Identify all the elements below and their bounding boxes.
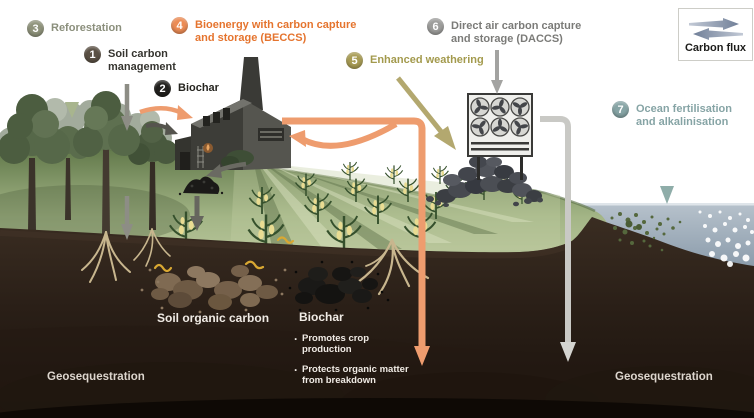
annotation-daccs: 6 Direct air carbon capture and storage …: [427, 18, 603, 46]
carbon-flux-arrows-icon: [688, 18, 743, 40]
daccs-unit-icon: [467, 93, 533, 180]
number-badge: 4: [171, 17, 188, 34]
biochar-benefit-item: Protects organic matter from breakdown: [294, 363, 410, 387]
number-badge: 6: [427, 18, 444, 35]
annotation-ocean-fertilisation: 7 Ocean fertilisation and alkalinisation: [612, 101, 752, 129]
trees-to-plant-arrow-orange: [139, 105, 193, 120]
beccs-plant-icon: [175, 57, 291, 170]
trees-to-plant-arrow-gray: [145, 122, 178, 135]
annotation-label: Biochar: [178, 82, 219, 94]
soil-carbon-arrow-lower: [121, 196, 133, 240]
number-badge: 2: [154, 80, 171, 97]
number-badge: 3: [27, 20, 44, 37]
forest: [0, 91, 178, 236]
carbon-flux-legend: Carbon flux: [678, 8, 753, 61]
annotation-label: Soil carbon management: [108, 48, 176, 73]
number-badge: 7: [612, 101, 629, 118]
biochar-benefits-list: Promotes crop production Protects organi…: [294, 332, 410, 395]
weathering-rocks-icon: [426, 156, 543, 207]
legend-label: Carbon flux: [684, 42, 747, 54]
annotation-beccs: 4 Bioenergy with carbon capture and stor…: [171, 17, 369, 45]
worm-icon: [153, 236, 295, 273]
soil-organic-carbon-label: Soil organic carbon: [157, 311, 270, 325]
plant-to-biochar-arrow: [206, 161, 247, 178]
cornfield: [168, 161, 534, 256]
biochar-benefit-item: Promotes crop production: [294, 332, 410, 356]
soil-carbon-arrow-upper: [121, 84, 133, 131]
annotation-soil-carbon: 1 Soil carbon management: [84, 46, 192, 74]
carbon-flux-arrow-left-icon: [692, 28, 743, 40]
carbon-flux-arrow-right-icon: [688, 18, 739, 30]
annotation-label: Ocean fertilisation and alkalinisation: [636, 103, 732, 128]
biochar-underground-label: Biochar: [299, 310, 344, 324]
soil-organic-carbon-illustration: [140, 236, 295, 314]
daccs-co2-pipe-arrow: [540, 116, 576, 362]
biochar-underground-illustration: [288, 260, 390, 312]
geosequestration-label-right: Geosequestration: [615, 371, 713, 383]
ocean-arrow: [660, 138, 674, 204]
biomass-to-plant-arrow: [289, 121, 398, 149]
annotation-label: Reforestation: [51, 22, 122, 34]
ocean-fertilisation-particles: [610, 210, 754, 267]
enhanced-weathering-arrow: [396, 76, 456, 150]
geosequestration-label-left: Geosequestration: [47, 371, 145, 383]
annotation-label: Direct air carbon capture and storage (D…: [451, 20, 582, 45]
reforestation-arrow: [65, 52, 79, 118]
annotation-label: Bioenergy with carbon capture and storag…: [195, 19, 357, 44]
soil: [0, 217, 754, 418]
biochar-burial-arrow: [190, 196, 204, 231]
ocean-alkalinisation-particles: [698, 210, 754, 267]
annotation-label: Enhanced weathering: [370, 54, 484, 66]
daccs-air-arrow: [491, 50, 503, 94]
annotation-enhanced-weathering: 5 Enhanced weathering: [346, 52, 484, 69]
annotation-reforestation: 3 Reforestation: [27, 20, 122, 37]
biochar-mound-icon: [178, 176, 224, 196]
annotation-biochar: 2 Biochar: [154, 80, 219, 97]
number-badge: 1: [84, 46, 101, 63]
beccs-co2-pipe-arrow: [282, 117, 430, 366]
number-badge: 5: [346, 52, 363, 69]
